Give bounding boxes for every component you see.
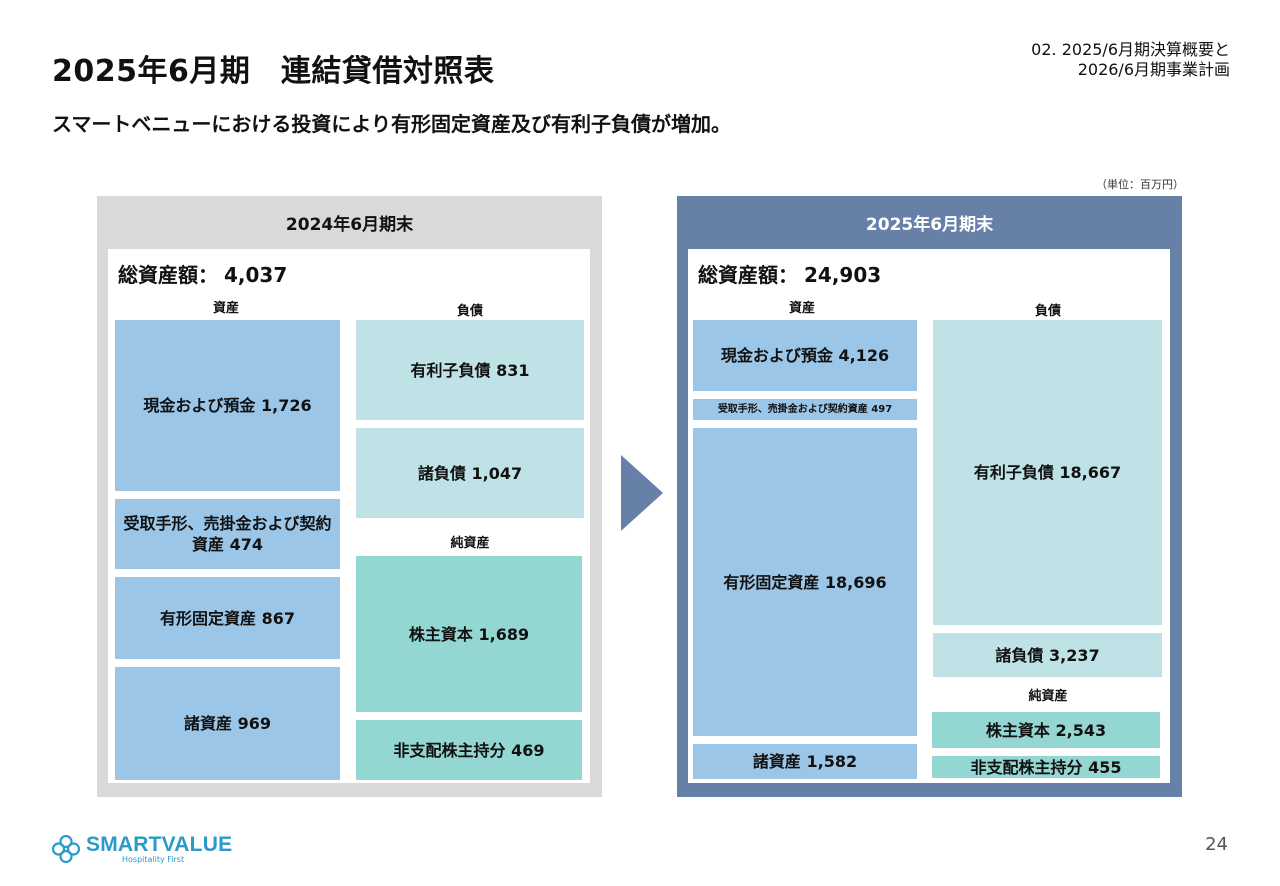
assets-column-label: 資産: [788, 301, 815, 316]
logo-name: SMARTVALUE: [86, 833, 233, 856]
equity-block-shareholders-equity: 株主資本 2,543: [932, 712, 1160, 748]
panel-body-2025: 総資産額：24,903 資産 負債 純資産 現金および預金 4,126 受取手形…: [688, 249, 1170, 783]
company-logo: SMARTVALUE Hospitality First: [52, 834, 232, 864]
panel-body-2024: 総資産額：4,037 資産 負債 純資産 現金および預金 1,726 受取手形、…: [108, 249, 590, 783]
total-assets-2025: 総資産額：24,903: [698, 259, 881, 288]
total-assets-label: 総資産額：: [698, 263, 798, 287]
asset-block-other-assets: 諸資産 969: [115, 667, 340, 780]
asset-block-receivables: 受取手形、売掛金および契約資産 497: [693, 399, 917, 420]
equity-block-shareholders-equity: 株主資本 1,689: [356, 556, 582, 712]
logo-tagline: Hospitality First: [122, 855, 185, 864]
total-assets-value: 4,037: [224, 263, 288, 287]
liability-block-interest-bearing-debt: 有利子負債 18,667: [933, 320, 1162, 625]
net-assets-column-label: 純資産: [1028, 689, 1068, 704]
balance-sheet-2024: 2024年6月期末 総資産額：4,037 資産 負債 純資産 現金および預金 1…: [97, 196, 602, 797]
logo-text: SMARTVALUE Hospitality First: [86, 833, 233, 865]
unit-note: （単位：百万円）: [1096, 178, 1184, 191]
section-tag: 02. 2025/6月期決算概要と 2026/6月期事業計画: [1031, 40, 1230, 80]
total-assets-value: 24,903: [804, 263, 882, 287]
assets-column-label: 資産: [212, 301, 239, 316]
total-assets-label: 総資産額：: [118, 263, 218, 287]
panel-heading-2024: 2024年6月期末: [285, 214, 414, 235]
logo-mark-icon: [52, 835, 80, 863]
page-number: 24: [1205, 834, 1228, 855]
page-subtitle: スマートベニューにおける投資により有形固定資産及び有利子負債が増加。: [52, 112, 731, 136]
liability-block-interest-bearing-debt: 有利子負債 831: [356, 320, 584, 420]
liability-block-other-liabilities: 諸負債 1,047: [356, 428, 584, 518]
equity-block-non-controlling: 非支配株主持分 469: [356, 720, 582, 780]
liability-block-other-liabilities: 諸負債 3,237: [933, 633, 1162, 677]
asset-block-cash: 現金および預金 1,726: [115, 320, 340, 491]
section-tag-line1: 02. 2025/6月期決算概要と: [1031, 40, 1230, 59]
asset-block-receivables: 受取手形、売掛金および契約資産 474: [115, 499, 340, 569]
asset-block-fixed-assets: 有形固定資産 867: [115, 577, 340, 659]
net-assets-column-label: 純資産: [450, 536, 490, 551]
total-assets-2024: 総資産額：4,037: [118, 259, 287, 288]
balance-sheet-2025: 2025年6月期末 総資産額：24,903 資産 負債 純資産 現金および預金 …: [677, 196, 1182, 797]
liabilities-column-label: 負債: [1034, 304, 1061, 319]
arrow-right-icon: [621, 455, 663, 531]
equity-block-non-controlling: 非支配株主持分 455: [932, 756, 1160, 778]
panel-heading-2025: 2025年6月期末: [865, 214, 994, 235]
asset-block-cash: 現金および預金 4,126: [693, 320, 917, 391]
section-tag-line2: 2026/6月期事業計画: [1077, 60, 1230, 79]
page-title: 2025年6月期 連結貸借対照表: [52, 54, 495, 89]
liabilities-column-label: 負債: [456, 304, 483, 319]
asset-block-other-assets: 諸資産 1,582: [693, 744, 917, 779]
asset-block-fixed-assets: 有形固定資産 18,696: [693, 428, 917, 736]
